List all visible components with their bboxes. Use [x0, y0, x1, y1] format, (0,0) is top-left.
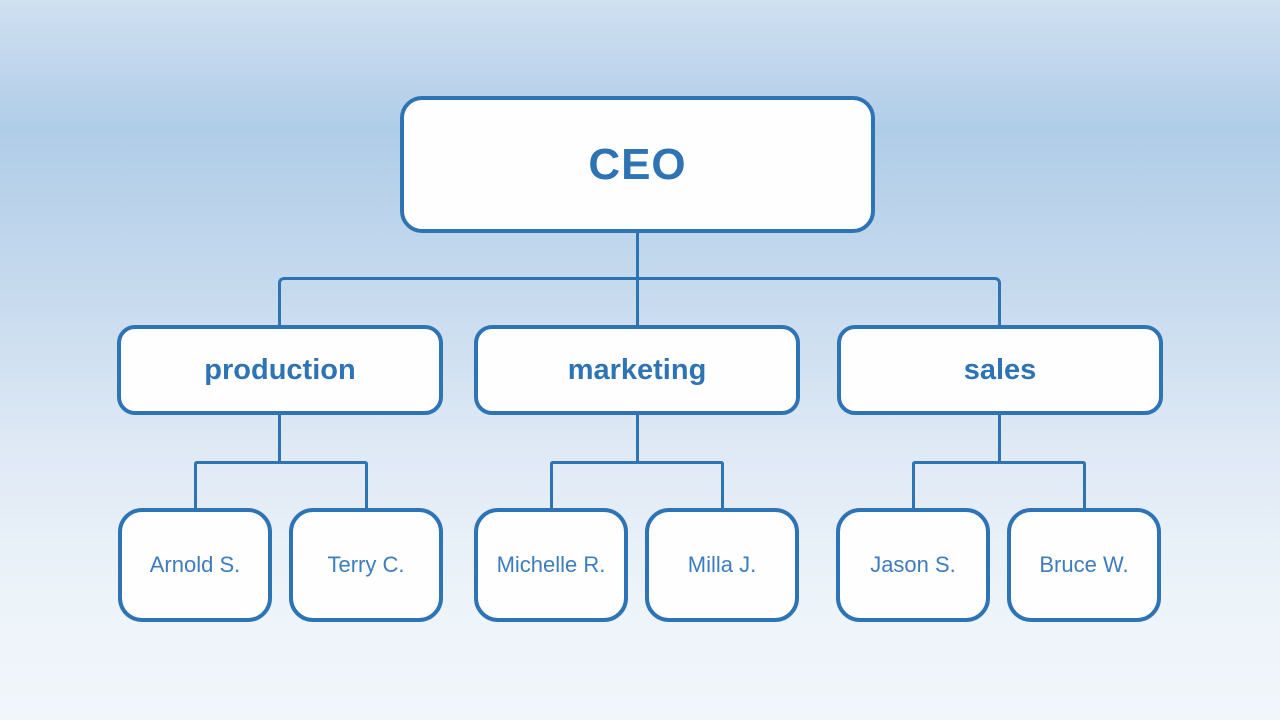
node-jason-s: Jason S. [836, 508, 990, 622]
node-milla-j: Milla J. [645, 508, 799, 622]
connector-sales-right-elbow [1000, 461, 1086, 509]
node-ceo: CEO [400, 96, 875, 233]
node-bruce-w: Bruce W. [1007, 508, 1161, 622]
node-ceo-label: CEO [588, 139, 687, 189]
node-milla-j-label: Milla J. [687, 552, 757, 577]
node-sales-label: sales [963, 353, 1037, 386]
node-marketing-label: marketing [567, 353, 707, 386]
node-bruce-w-label: Bruce W. [1039, 552, 1129, 577]
node-arnold-s-label: Arnold S. [149, 552, 241, 577]
node-production: production [117, 325, 443, 415]
node-michelle-r-label: Michelle R. [496, 552, 606, 577]
node-sales: sales [837, 325, 1163, 415]
connector-sales-vertical [998, 413, 1001, 463]
node-michelle-r: Michelle R. [474, 508, 628, 622]
connector-sales-left-elbow [912, 461, 1001, 509]
node-jason-s-label: Jason S. [870, 552, 956, 577]
node-terry-c-label: Terry C. [327, 552, 405, 577]
connector-marketing-vertical [636, 413, 639, 463]
connector-level1-right-elbow [637, 277, 1001, 326]
node-production-label: production [204, 353, 356, 386]
connector-production-left-elbow [194, 461, 281, 509]
connector-marketing-right-elbow [637, 461, 724, 509]
node-terry-c: Terry C. [289, 508, 443, 622]
connector-marketing-left-elbow [550, 461, 638, 509]
connector-production-right-elbow [280, 461, 368, 509]
node-arnold-s: Arnold S. [118, 508, 272, 622]
connector-level1-left-elbow [278, 277, 638, 326]
node-marketing: marketing [474, 325, 800, 415]
connector-production-vertical [278, 413, 281, 463]
